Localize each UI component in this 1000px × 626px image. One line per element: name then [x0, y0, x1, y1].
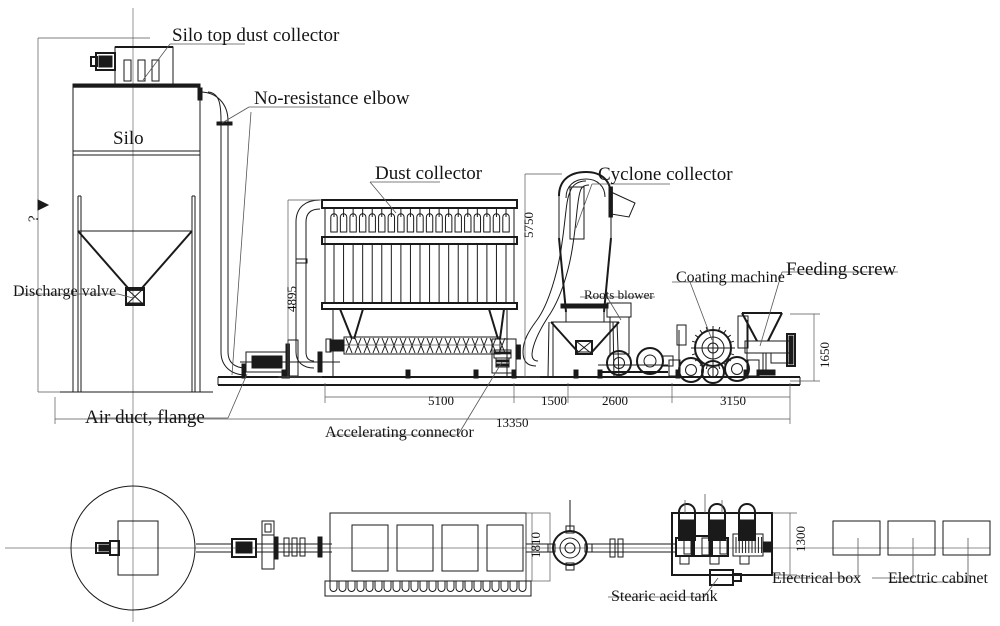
dimension-dim-5750: 5750	[521, 212, 536, 238]
silo-top-dust-collector-unit	[90, 46, 174, 85]
label-air-duct-flange: Air duct, flange	[85, 407, 205, 428]
roots-blower-unit	[598, 302, 674, 376]
silo-body	[60, 83, 213, 393]
dust-collector-plan	[324, 512, 551, 597]
label-electrical-box: Electrical box	[772, 570, 862, 587]
silo-top-fan-motor	[90, 52, 116, 71]
leader-lines-elevation	[18, 43, 898, 436]
dimension-dim-13350: 13350	[496, 415, 529, 430]
elevation-vertical-dimensions	[278, 173, 820, 382]
accelerating-connector-unit	[493, 349, 512, 368]
stearic-acid-tank-plan	[709, 569, 742, 586]
label-discharge-valve: Discharge valve	[13, 283, 117, 300]
dimension-dim-1810: 1810	[528, 532, 543, 558]
dimension-dim-silo-height: ?	[26, 215, 42, 222]
label-feeding-screw: Feeding screw	[786, 259, 897, 280]
screw-conveyor	[325, 336, 506, 355]
coating-machine-unit	[668, 315, 760, 384]
silo-height-dimension	[37, 37, 205, 393]
label-stearic-acid-tank: Stearic acid tank	[611, 588, 718, 605]
plan-conveying-line-left	[196, 520, 332, 570]
dimension-dim-1300: 1300	[793, 526, 808, 552]
plan-1300-dimension	[772, 512, 797, 576]
label-cyclone-collector: Cyclone collector	[598, 164, 733, 185]
cyclone-collector-unit	[547, 170, 636, 378]
plan-mill-3	[738, 503, 756, 541]
electrical-enclosures-plan	[832, 520, 991, 556]
bag-dust-collector	[321, 199, 518, 377]
elevation-horizontal-dimensions	[54, 383, 791, 424]
dimension-dim-4895: 4895	[284, 286, 299, 312]
no-resistance-elbow-duct	[197, 87, 247, 379]
plan-conveying-line-right	[589, 538, 676, 558]
plan-mill-1	[678, 503, 696, 541]
label-silo-top-dust-collector: Silo top dust collector	[172, 25, 340, 46]
label-roots-blower: Roots blower	[584, 287, 654, 302]
label-dust-collector: Dust collector	[375, 163, 483, 184]
centre-lines	[5, 8, 990, 622]
label-coating-machine: Coating machine	[676, 269, 785, 286]
label-accelerating-connector: Accelerating connector	[325, 424, 474, 441]
rotary-valve-plan	[547, 500, 593, 571]
dimension-dim-3150: 3150	[720, 393, 746, 408]
label-no-resistance-elbow: No-resistance elbow	[254, 88, 410, 109]
filter-bag-heads	[330, 213, 510, 233]
coating-machine-plan	[671, 503, 773, 576]
dimension-dim-1650: 1650	[817, 342, 832, 368]
leader-lines-plan	[608, 494, 969, 598]
dimension-dim-5100: 5100	[428, 393, 454, 408]
dimension-dim-1500: 1500	[541, 393, 567, 408]
dimension-dim-2600: 2600	[602, 393, 628, 408]
filter-bags	[333, 208, 507, 303]
feeding-screw-unit	[741, 312, 796, 376]
silo-plan	[70, 485, 196, 611]
duct-fan-motor	[240, 339, 340, 377]
plan-mill-2	[708, 503, 726, 541]
label-electric-cabinet: Electric cabinet	[888, 570, 988, 587]
label-silo: Silo	[113, 128, 144, 149]
